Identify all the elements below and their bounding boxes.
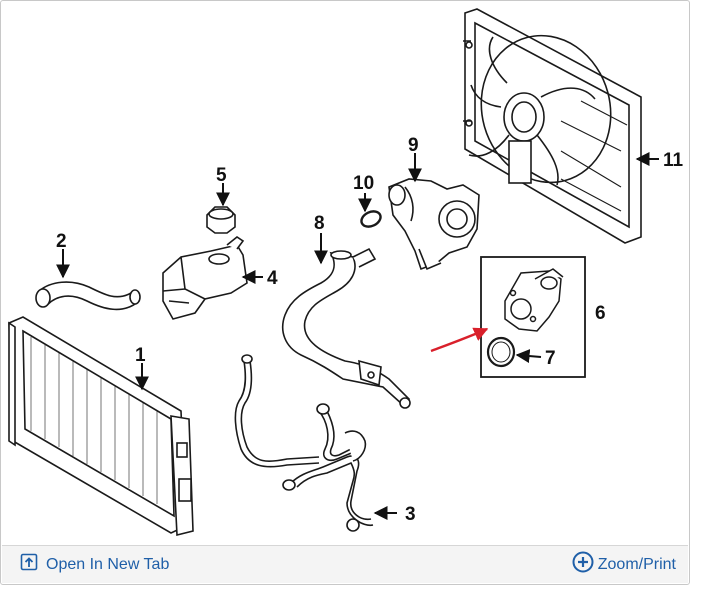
zoom-plus-icon [572, 551, 594, 578]
upper-hose-part [35, 281, 141, 311]
callout-3: 3 [405, 504, 416, 525]
radiator-part [8, 316, 194, 537]
callout-2: 2 [56, 231, 67, 252]
callout-11: 11 [663, 150, 684, 171]
water-pump-part [388, 178, 480, 271]
zoom-print-label: Zoom/Print [597, 555, 676, 573]
open-in-new-tab-icon [20, 553, 38, 576]
leader-arrows [56, 152, 659, 520]
callout-8: 8 [314, 213, 325, 234]
callout-5: 5 [216, 165, 227, 186]
open-in-new-tab-button[interactable]: Open In New Tab [20, 546, 169, 583]
action-bar: Open In New Tab Zoom/Print [2, 545, 688, 583]
zoom-print-button[interactable]: Zoom/Print [572, 546, 676, 583]
o-ring-part [360, 210, 382, 228]
callout-9: 9 [408, 135, 419, 156]
fan-shroud-part [463, 8, 642, 244]
callout-1: 1 [135, 345, 146, 366]
callout-4: 4 [267, 268, 278, 289]
callout-10: 10 [353, 173, 374, 194]
callout-7: 7 [545, 348, 556, 369]
callout-6: 6 [595, 303, 606, 324]
coolant-pipe-part [281, 247, 411, 409]
thermostat-housing-part [480, 256, 586, 378]
reservoir-cap-part [206, 206, 236, 234]
heater-hose-part [234, 354, 374, 532]
red-annotation-arrow [430, 327, 489, 353]
cooling-system-diagram: 1 2 3 4 5 6 7 8 9 10 11 [8, 8, 684, 537]
diagram-frame: 1 2 3 4 5 6 7 8 9 10 11 Open In New Tab … [0, 0, 690, 585]
gasket-part [486, 336, 516, 368]
reservoir-part [162, 236, 248, 320]
open-in-new-tab-label: Open In New Tab [46, 555, 170, 573]
